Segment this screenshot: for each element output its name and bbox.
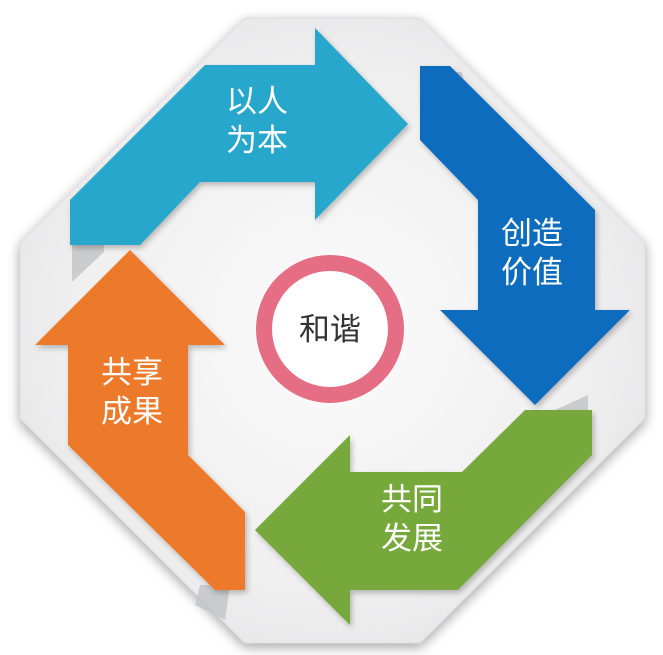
arrow-top-shape bbox=[70, 28, 408, 245]
arrow-top-label-line1: 以人 bbox=[226, 84, 288, 120]
center-ring-circle bbox=[256, 255, 404, 403]
arrow-bottom bbox=[255, 410, 592, 625]
arrow-right-label-line1: 创造 bbox=[501, 216, 563, 252]
arrow-bottom-label-line1: 共同 bbox=[381, 482, 443, 518]
center-label: 和谐 bbox=[299, 312, 361, 348]
arrow-left-shape bbox=[35, 250, 245, 590]
arrow-right-shape bbox=[420, 66, 630, 405]
arrow-bottom-label-line2: 发展 bbox=[381, 521, 443, 557]
arrow-right-label-line2: 价值 bbox=[501, 255, 563, 291]
arrow-left bbox=[35, 250, 245, 590]
arrow-bottom-label: 共同 发展 bbox=[381, 482, 443, 557]
arrow-top bbox=[70, 28, 408, 245]
arrow-left-label-line2: 成果 bbox=[101, 394, 163, 430]
center-ring: 和谐 bbox=[256, 255, 404, 403]
arrow-left-label-line1: 共享 bbox=[101, 355, 163, 391]
arrow-top-label: 以人 为本 bbox=[226, 84, 288, 159]
arrow-top-label-line2: 为本 bbox=[226, 123, 288, 159]
arrow-bottom-shape bbox=[255, 410, 592, 625]
arrow-right bbox=[420, 66, 630, 405]
arrow-left-label: 共享 成果 bbox=[101, 355, 163, 430]
arrow-right-label: 创造 价值 bbox=[501, 216, 563, 291]
